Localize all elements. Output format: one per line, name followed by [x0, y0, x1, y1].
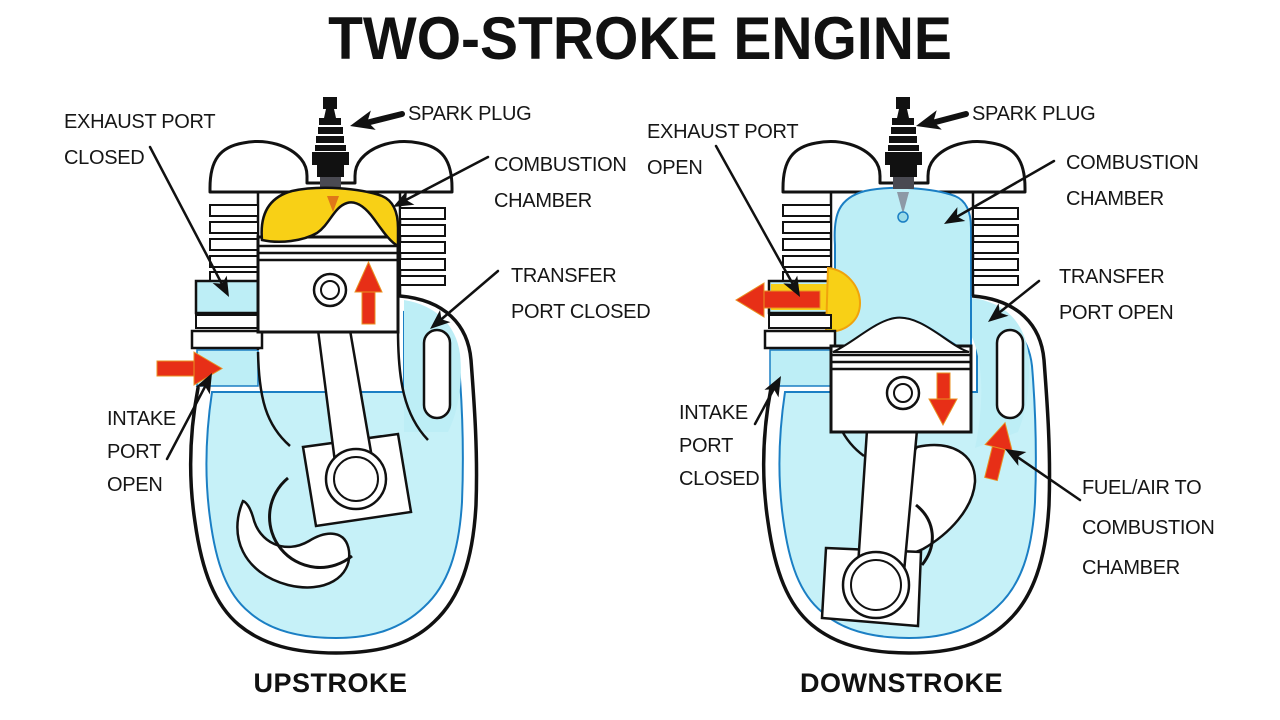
- left-crank-counterweight: [236, 499, 351, 589]
- caption-upstroke: UPSTROKE: [253, 668, 408, 698]
- right-piston-crown: [832, 316, 970, 353]
- left-cooling-fins-left: [209, 204, 259, 282]
- left-engine-upstroke: [156, 97, 479, 655]
- label-combustion-chamber-left: COMBUSTION CHAMBER: [494, 154, 627, 212]
- label-exhaust-port-closed: EXHAUST PORT CLOSED: [64, 111, 215, 169]
- left-transfer-island: [422, 328, 452, 420]
- left-combustion-chamber-charge: [260, 186, 400, 249]
- label-transfer-port-closed: TRANSFER PORT CLOSED: [511, 265, 651, 323]
- right-exhaust-flow-arrow: [735, 282, 821, 318]
- right-transfer-flow-arrow: [984, 421, 1014, 482]
- label-fuel-air-to-combustion-chamber: FUEL/AIR TO COMBUSTION CHAMBER: [1082, 477, 1215, 579]
- label-transfer-port-open: TRANSFER PORT OPEN: [1059, 266, 1174, 324]
- left-piston-up-arrow: [354, 260, 383, 325]
- right-spark-plug: [885, 97, 922, 189]
- left-cylinder-head: [208, 140, 454, 194]
- label-combustion-chamber-right: COMBUSTION CHAMBER: [1066, 152, 1199, 210]
- page-title: TWO-STROKE ENGINE: [328, 5, 952, 73]
- right-engine-downstroke: [735, 97, 1052, 655]
- label-intake-port-open: INTAKE PORT OPEN: [107, 408, 176, 496]
- label-leader-arrows: [148, 110, 1082, 502]
- right-cooling-fins-right: [972, 207, 1019, 286]
- label-intake-port-closed: INTAKE PORT CLOSED: [679, 402, 760, 490]
- label-exhaust-port-open: EXHAUST PORT OPEN: [647, 121, 798, 179]
- right-piston-down-arrow: [928, 372, 958, 427]
- right-transfer-island: [995, 328, 1025, 420]
- label-spark-plug-left: SPARK PLUG: [408, 103, 532, 125]
- right-cylinder-head: [781, 140, 1027, 194]
- left-spark-plug: [312, 97, 349, 189]
- label-spark-plug-right: SPARK PLUG: [972, 103, 1096, 125]
- caption-downstroke: DOWNSTROKE: [800, 668, 1003, 698]
- left-cooling-fins-right: [399, 207, 446, 286]
- right-cooling-fins-left: [782, 204, 832, 282]
